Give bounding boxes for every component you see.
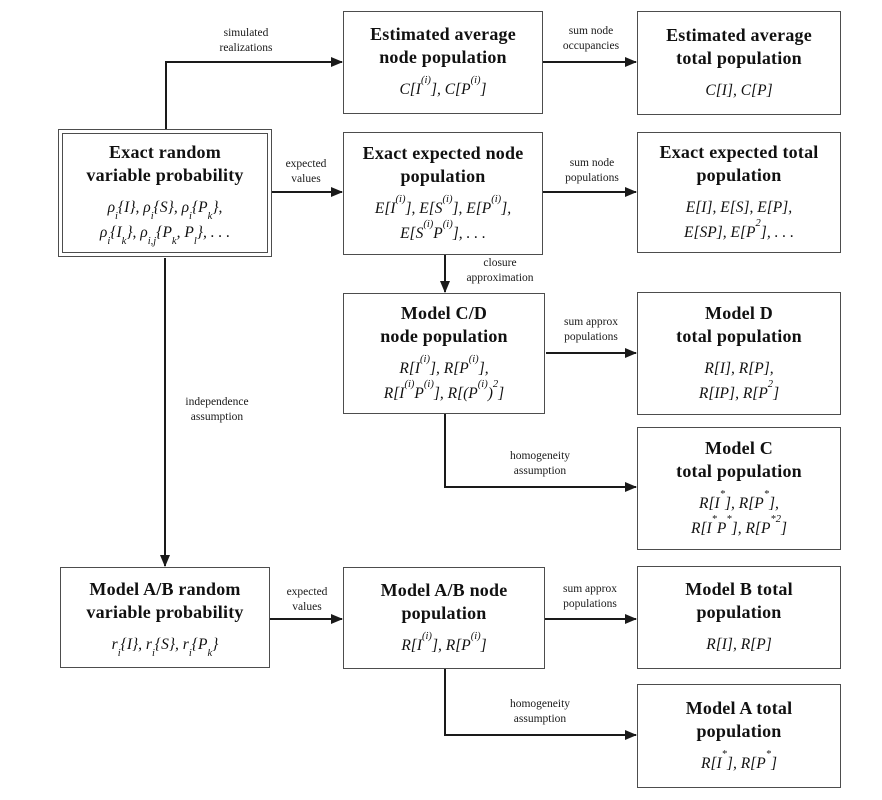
- node-model-c-total-population: Model C total population R[I*], R[P*], R…: [637, 427, 841, 550]
- node-title: Estimated average node population: [370, 24, 516, 67]
- node-formulas: ri{I}, ri{S}, ri{Pk}: [111, 636, 219, 660]
- node-model-cd-node-population: Model C/D node population R[I(i)], R[P(i…: [343, 293, 545, 414]
- node-formulas: C[I], C[P]: [705, 81, 773, 99]
- node-formulas: ρi{I}, ρi{S}, ρi{Pk}, ρi{Ik}, ρi,j{Pk, P…: [99, 199, 231, 248]
- node-exact-random-variable-probability: Exact random variable probability ρi{I},…: [58, 129, 272, 257]
- node-exact-expected-total-population: Exact expected total population E[I], E[…: [637, 132, 841, 253]
- node-model-b-total-population: Model B total population R[I], R[P]: [637, 566, 841, 669]
- edge-label-expected-values-top: expected values: [285, 158, 327, 185]
- edge-label-homogeneity-assumption-c: homogeneity assumption: [509, 450, 571, 477]
- node-title: Model C total population: [676, 437, 802, 481]
- edge-label-simulated-realizations: simulated realizations: [219, 27, 273, 54]
- node-model-d-total-population: Model D total population R[I], R[P], R[I…: [637, 292, 841, 415]
- node-title: Exact expected total population: [659, 141, 819, 185]
- edge-label-closure-approximation: closure approximation: [466, 257, 534, 284]
- edge-label-expected-values-bottom: expected values: [286, 586, 328, 613]
- node-estimated-average-total-population: Estimated average total population C[I],…: [637, 11, 841, 115]
- node-estimated-average-node-population: Estimated average node population C[I(i)…: [343, 11, 543, 114]
- edge-label-sum-node-occupancies: sum node occupancies: [562, 25, 620, 52]
- node-formulas: E[I(i)], E[S(i)], E[P(i)], E[S(i)P(i)], …: [374, 193, 512, 242]
- node-exact-expected-node-population: Exact expected node population E[I(i)], …: [343, 132, 543, 255]
- node-title: Exact random variable probability: [86, 142, 244, 185]
- node-title: Model C/D node population: [380, 302, 508, 346]
- edge-label-sum-approx-populations-top: sum approx populations: [564, 316, 618, 343]
- node-model-a-total-population: Model A total population R[I*], R[P*]: [637, 684, 841, 788]
- node-formulas: E[I], E[S], E[P], E[SP], E[P2], . . .: [684, 198, 794, 241]
- node-formulas: R[I*], R[P*]: [700, 748, 777, 772]
- node-title: Model A/B random variable probability: [86, 579, 244, 622]
- edge-label-independence-assumption: independence assumption: [185, 396, 249, 423]
- node-formulas: R[I(i)], R[P(i)]: [401, 630, 487, 654]
- node-model-ab-random-variable-probability: Model A/B random variable probability ri…: [60, 567, 270, 668]
- arrow-simulated-realizations: [165, 57, 343, 129]
- node-model-ab-node-population: Model A/B node population R[I(i)], R[P(i…: [343, 567, 545, 669]
- node-title: Model A/B node population: [380, 579, 508, 623]
- node-title: Model B total population: [685, 579, 793, 622]
- edge-label-homogeneity-assumption-a: homogeneity assumption: [509, 698, 571, 725]
- node-title: Model D total population: [676, 302, 802, 346]
- node-formulas: R[I*], R[P*], R[I*P*], R[P*2]: [690, 488, 787, 537]
- node-title: Estimated average total population: [666, 24, 812, 68]
- node-title: Exact expected node population: [362, 142, 524, 186]
- node-formulas: R[I(i)], R[P(i)], R[I(i)P(i)], R[(P(i))2…: [383, 353, 505, 402]
- edge-label-sum-approx-populations-bottom: sum approx populations: [563, 583, 617, 610]
- edge-label-sum-node-populations: sum node populations: [565, 157, 619, 184]
- node-title: Model A total population: [685, 697, 793, 741]
- node-formulas: R[I], R[P]: [706, 636, 772, 653]
- node-formulas: R[I], R[P], R[IP], R[P2]: [698, 359, 780, 402]
- node-formulas: C[I(i)], C[P(i)]: [399, 75, 487, 98]
